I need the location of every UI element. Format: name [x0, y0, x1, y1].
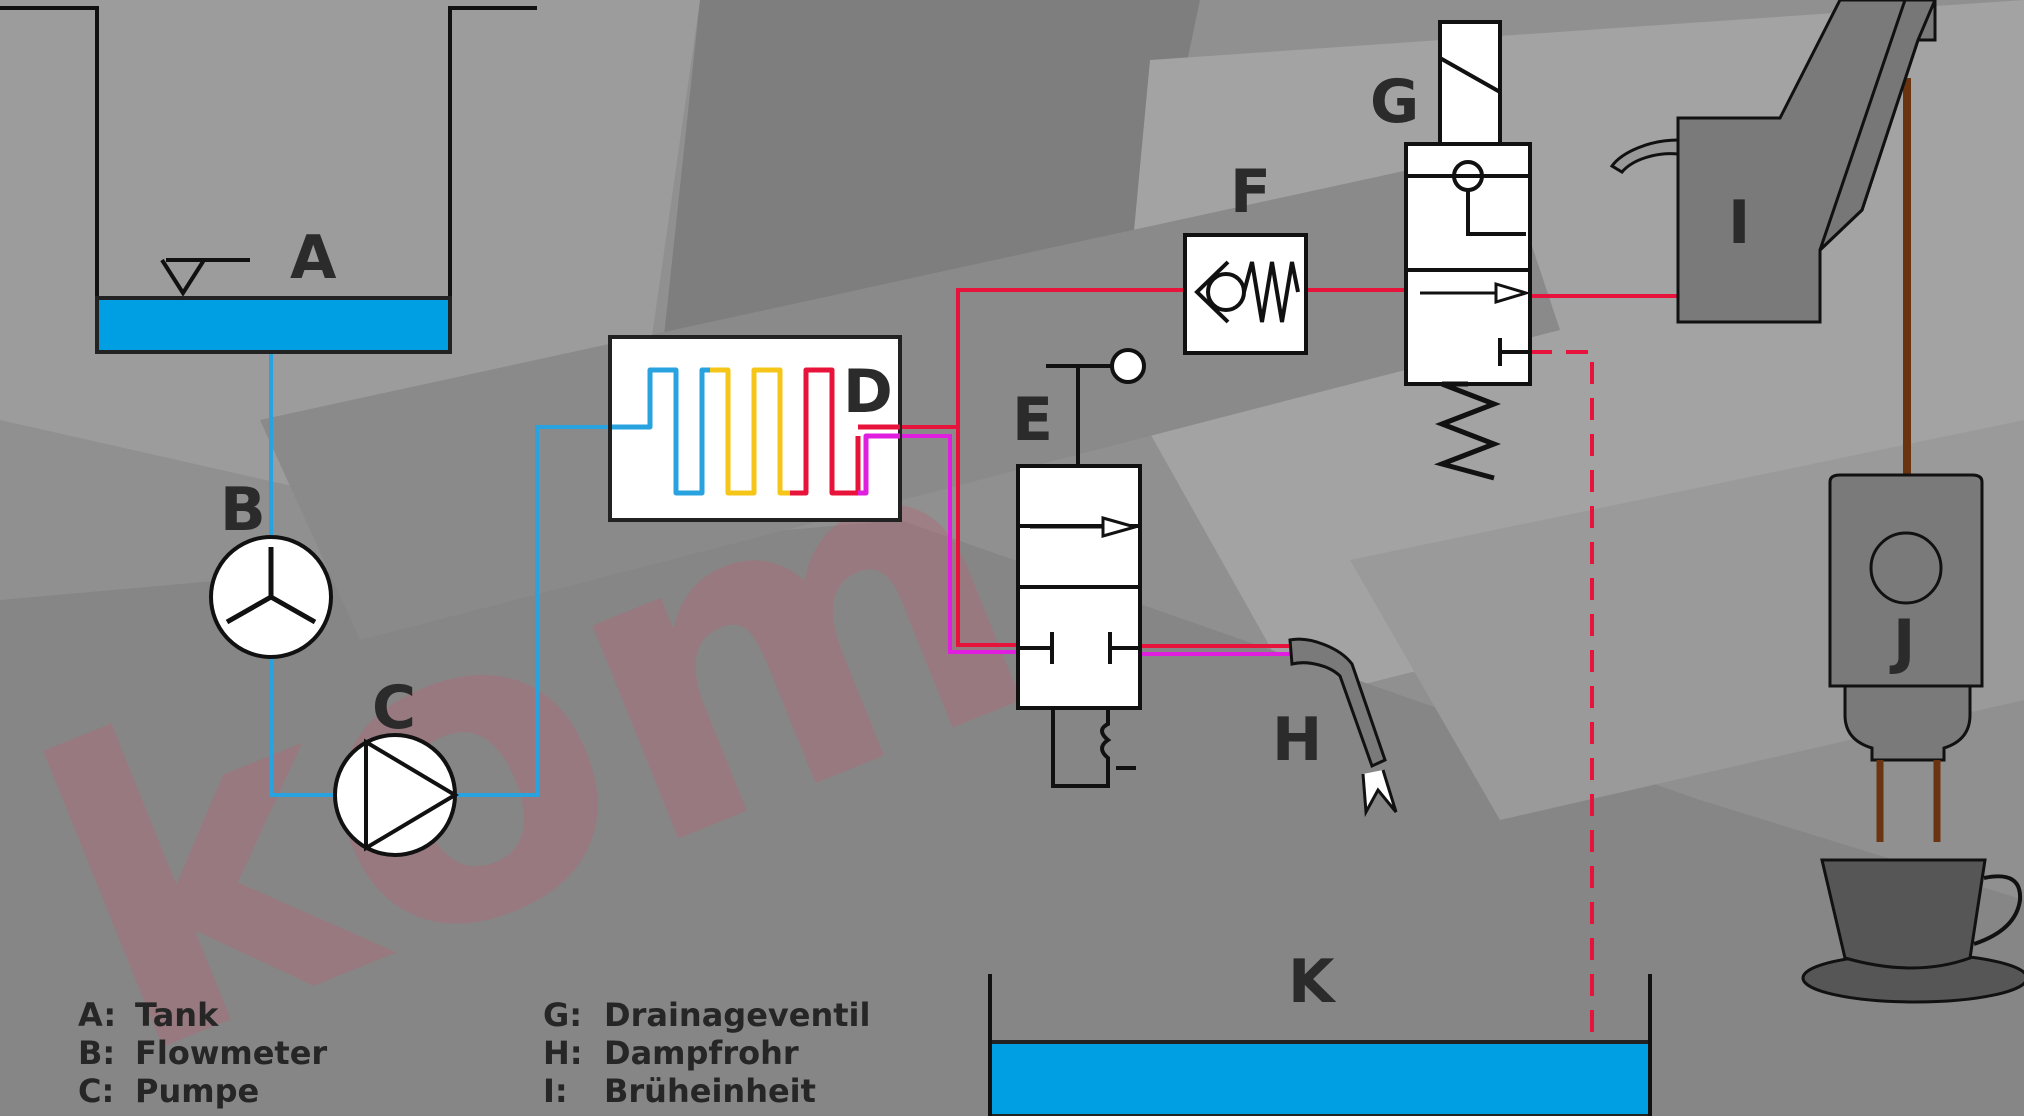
water-level-icon [160, 258, 250, 297]
legend-text: Dampfrohr [604, 1034, 799, 1072]
pump-c: C [333, 673, 459, 857]
tank-a: A [0, 6, 537, 354]
drip-tray-k: K [988, 947, 1652, 1116]
label-j: J [1889, 607, 1915, 677]
legend-text: Flowmeter [135, 1034, 327, 1072]
cup-icon [1801, 858, 2024, 1004]
legend-text: Drainageventil [604, 996, 870, 1034]
valve-g-body [1404, 142, 1532, 386]
label-d: D [843, 357, 893, 427]
legend-text: Tank [135, 996, 219, 1034]
check-valve-f: F [1183, 157, 1308, 355]
label-e: E [1012, 385, 1053, 455]
label-b: B [220, 475, 266, 545]
valve-e-detent-icon [1051, 708, 1136, 788]
valve-e-arrow-icon [1030, 516, 1141, 538]
steam-valve-e: E [1012, 348, 1146, 788]
label-c: C [372, 673, 416, 743]
label-h: H [1272, 705, 1322, 775]
pipes [269, 78, 1911, 1042]
pipe-drain-dashed [1530, 350, 1594, 1042]
check-valve-icon [1194, 260, 1300, 324]
legend-key: I: [543, 1072, 568, 1110]
legend-key: B: [78, 1034, 115, 1072]
label-g: G [1370, 67, 1419, 137]
label-f: F [1230, 157, 1271, 227]
legend-item-h: H: Dampfrohr [543, 1034, 799, 1072]
pipe-cold-water [269, 352, 336, 797]
valve-g-block-icon [1498, 338, 1528, 366]
legend-key: G: [543, 996, 582, 1034]
portafilter-icon [1843, 684, 1972, 762]
pipe-steam-red [868, 425, 1020, 647]
tank-water [95, 296, 452, 354]
steam-wand-icon [1288, 637, 1387, 769]
legend-item-g: G: Drainageventil [543, 996, 870, 1034]
pump-icon [364, 738, 459, 852]
legend-key: H: [543, 1034, 583, 1072]
valve-g-arrow-icon [1420, 281, 1532, 305]
legend-item-c: C: Pumpe [78, 1072, 259, 1110]
label-i: I [1728, 188, 1750, 258]
flowmeter-b: B [209, 475, 333, 659]
label-k: K [1288, 947, 1337, 1017]
legend-key: C: [78, 1072, 114, 1110]
coffee-stream-icon [1876, 760, 1941, 842]
pipe-steam-magenta [868, 434, 1020, 654]
pipe-cold-water-2 [454, 425, 612, 797]
valve-g-spring-icon [1433, 381, 1501, 481]
valve-lever-icon [1046, 348, 1146, 466]
flowmeter-icon [225, 547, 317, 625]
valve-g-check-icon [1452, 160, 1526, 236]
steam-wand-h: H [1272, 637, 1398, 818]
drain-valve-g: G [1370, 20, 1532, 481]
group-head-gauge-icon [1869, 531, 1943, 605]
legend-item-b: B: Flowmeter [78, 1034, 327, 1072]
legend: A: Tank B: Flowmeter C: Pumpe G: Drainag… [78, 996, 870, 1110]
brew-unit-i: I [1609, 0, 1937, 324]
label-a: A [290, 223, 337, 293]
heater-d: D [608, 335, 902, 522]
legend-item-i: I: Brüheinheit [543, 1072, 816, 1110]
brew-unit-pipe-icon [1609, 138, 1680, 174]
legend-key: A: [78, 996, 116, 1034]
drip-tray-water [988, 1040, 1652, 1116]
legend-item-a: A: Tank [78, 996, 219, 1034]
solenoid-icon [1438, 20, 1502, 146]
legend-text: Pumpe [135, 1072, 259, 1110]
legend-text: Brüheinheit [604, 1072, 816, 1110]
steam-nozzle-icon [1361, 769, 1398, 818]
brew-unit-lever-icon [1818, 0, 1937, 252]
group-head-j: J [1801, 473, 2024, 1004]
valve-e-block-icon [1020, 632, 1138, 664]
heater-coil [612, 367, 900, 496]
